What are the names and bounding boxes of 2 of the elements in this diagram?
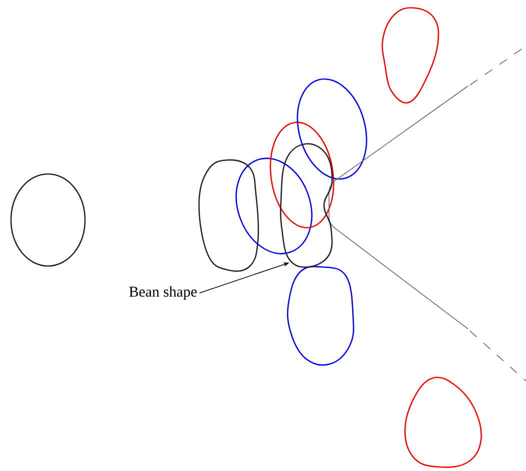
callout-label: Bean shape — [129, 286, 197, 300]
bean-outline — [280, 143, 333, 268]
